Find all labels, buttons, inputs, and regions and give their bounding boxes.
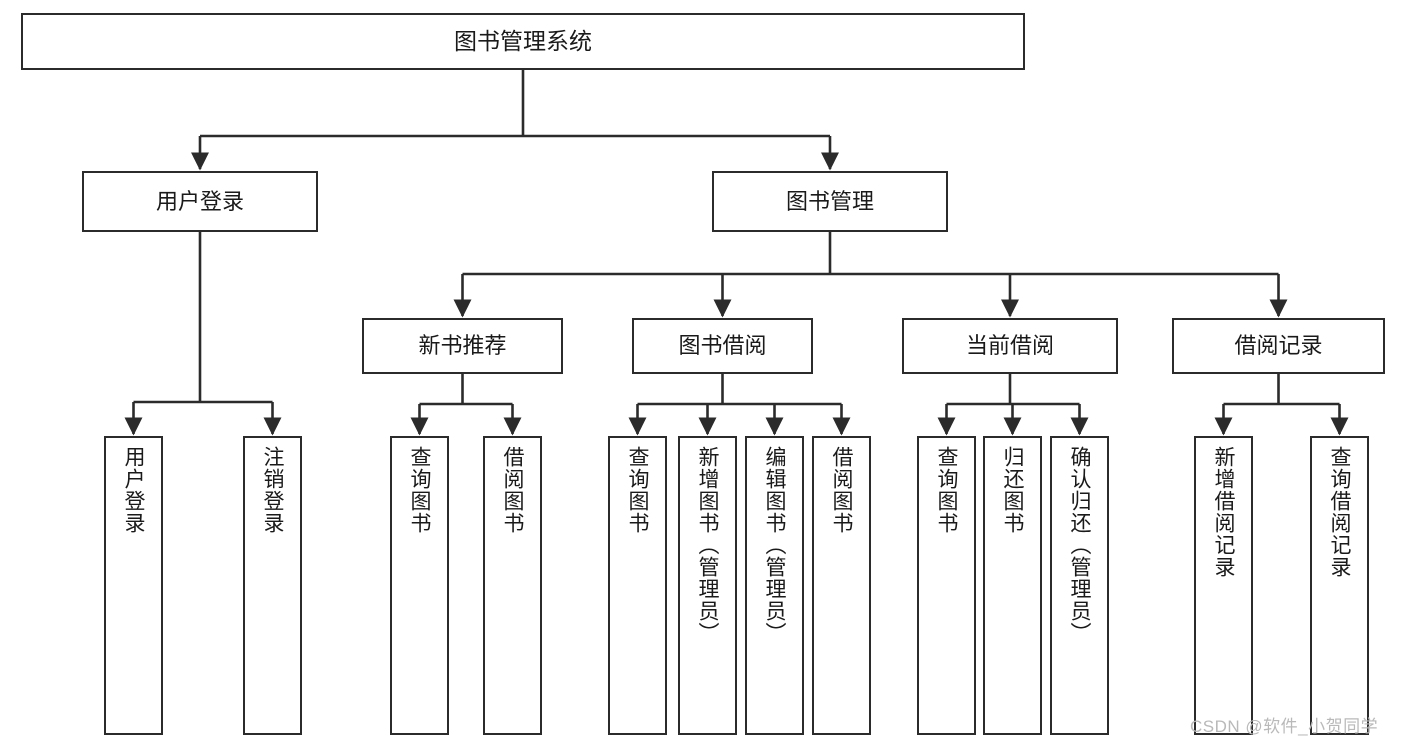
node-label: 查询图书 [626, 446, 650, 534]
node-label: 新增图书（管理员） [696, 446, 720, 644]
node-label: 借阅记录 [1234, 333, 1323, 359]
node-label: 图书管理 [785, 188, 874, 214]
node-label: 借阅图书 [830, 446, 854, 534]
node-book-borrow: 图书借阅 [632, 318, 813, 374]
watermark: CSDN @软件_小贺同学 [1190, 717, 1379, 736]
node-leaf-confirm-return-admin: 确认归还（管理员） [1050, 436, 1109, 735]
node-label: 编辑图书（管理员） [763, 446, 787, 644]
node-label: 图书管理系统 [454, 28, 592, 55]
node-leaf-logout-login: 注销登录 [243, 436, 302, 735]
node-leaf-user-login: 用户登录 [104, 436, 163, 735]
node-borrow-record: 借阅记录 [1172, 318, 1385, 374]
node-leaf-query-book-1: 查询图书 [390, 436, 449, 735]
node-label: 当前借阅 [965, 333, 1054, 359]
node-label: 查询图书 [408, 446, 432, 534]
node-label: 新书推荐 [418, 333, 507, 359]
node-user-login: 用户登录 [82, 171, 318, 232]
node-leaf-borrow-book-2: 借阅图书 [812, 436, 871, 735]
node-leaf-query-book-2: 查询图书 [608, 436, 667, 735]
node-leaf-add-borrow-record: 新增借阅记录 [1194, 436, 1253, 735]
node-label: 确认归还（管理员） [1068, 446, 1092, 644]
node-label: 新增借阅记录 [1212, 446, 1236, 578]
node-current-borrow: 当前借阅 [902, 318, 1118, 374]
node-label: 查询借阅记录 [1328, 446, 1352, 578]
node-new-book-recommend: 新书推荐 [362, 318, 563, 374]
node-leaf-query-book-3: 查询图书 [917, 436, 976, 735]
node-leaf-edit-book-admin: 编辑图书（管理员） [745, 436, 804, 735]
node-leaf-borrow-book-1: 借阅图书 [483, 436, 542, 735]
node-label: 查询图书 [935, 446, 959, 534]
node-label: 注销登录 [261, 446, 285, 534]
node-book-manage: 图书管理 [712, 171, 948, 232]
node-label: 用户登录 [155, 188, 244, 214]
node-leaf-add-book-admin: 新增图书（管理员） [678, 436, 737, 735]
node-label: 归还图书 [1001, 446, 1025, 534]
node-label: 借阅图书 [501, 446, 525, 534]
node-label: 图书借阅 [678, 333, 767, 359]
node-root-root: 图书管理系统 [21, 13, 1025, 70]
node-leaf-return-book: 归还图书 [983, 436, 1042, 735]
node-leaf-query-borrow-record: 查询借阅记录 [1310, 436, 1369, 735]
node-label: 用户登录 [122, 446, 146, 534]
